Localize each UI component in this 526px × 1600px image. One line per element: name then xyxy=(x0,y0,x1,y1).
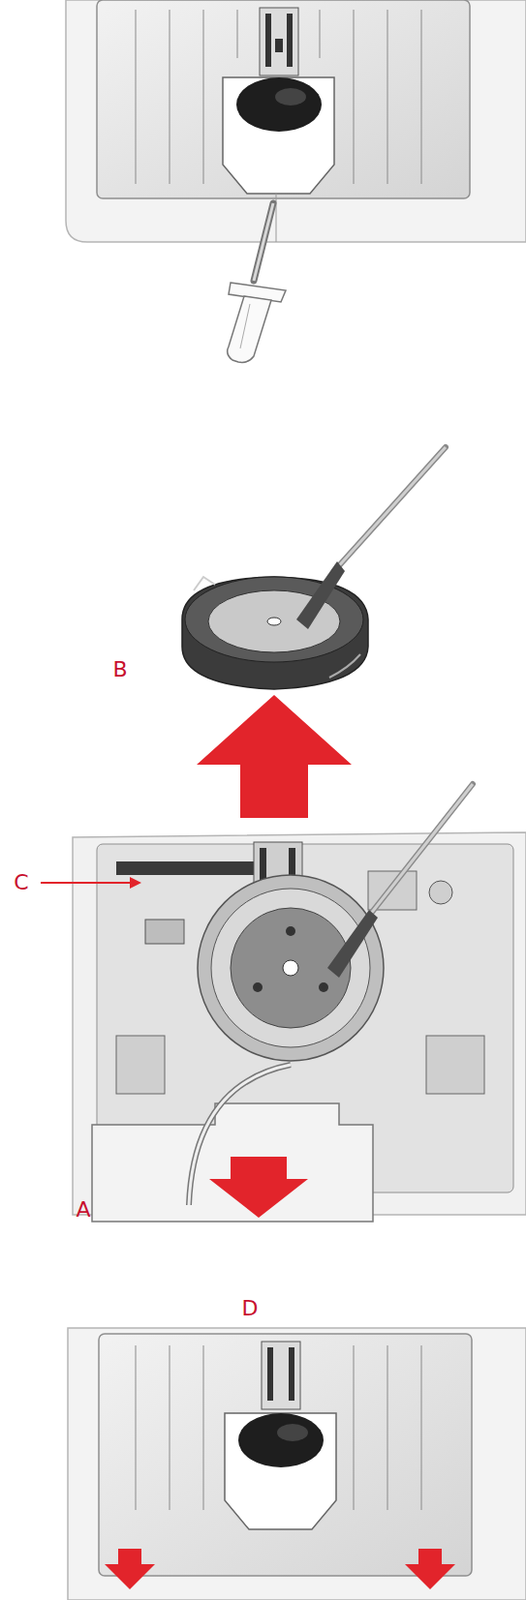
callout-letter: A xyxy=(75,1200,91,1222)
panel-cleaning xyxy=(40,447,526,1223)
callout-letter: D xyxy=(242,1299,259,1321)
panel-replace xyxy=(67,1329,526,1600)
callout-letter: B xyxy=(112,659,127,681)
callout-letter: C xyxy=(13,872,29,895)
panel-screwdriver xyxy=(65,0,526,363)
